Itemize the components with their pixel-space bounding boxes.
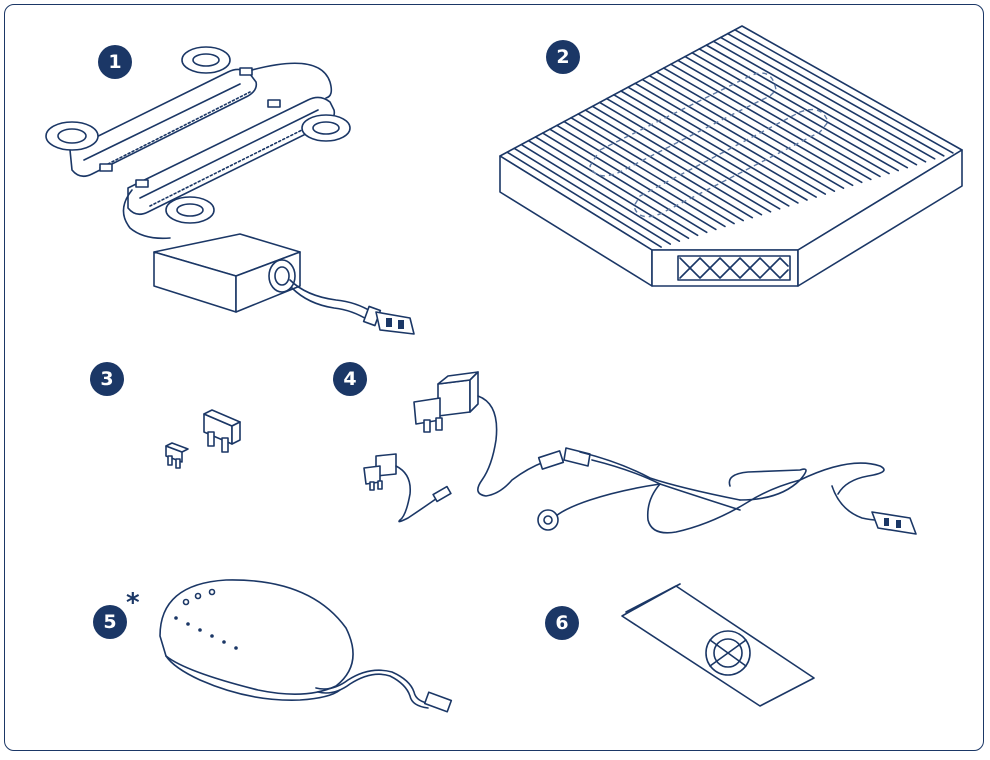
- heater-element-icon: [45, 46, 415, 335]
- filter-pleat: [726, 32, 945, 157]
- item-number-badge: 4: [333, 362, 367, 396]
- fuses-icon: [165, 409, 241, 469]
- filter-pleat: [691, 51, 899, 172]
- filter-pleat: [634, 82, 827, 195]
- filter-pleat: [605, 97, 790, 207]
- item-number-badge: 6: [545, 606, 579, 640]
- filter-pleat: [698, 48, 909, 169]
- filter-pleat: [712, 40, 927, 163]
- filter-pleat: [570, 116, 744, 222]
- filter-pleat: [620, 90, 808, 201]
- item-number-badge: 3: [90, 362, 124, 396]
- item-number-badge: 1: [98, 45, 132, 79]
- filter-pleat: [541, 132, 708, 234]
- filter-pleat: [613, 94, 799, 204]
- filter-pleat: [556, 124, 726, 228]
- item-number-badge: 2: [546, 40, 580, 74]
- filter-pleat: [662, 67, 863, 184]
- filter-pleat: [655, 71, 854, 187]
- filter-pleat: [563, 120, 735, 225]
- filter-pleat: [734, 29, 954, 154]
- filter-pleat: [534, 136, 699, 237]
- filter-pleat: [577, 113, 754, 219]
- filter-pleat: [684, 55, 890, 175]
- cabin-air-filter-icon: [499, 25, 963, 287]
- adhesive-strip-icon: [621, 583, 815, 707]
- filter-pleat: [549, 128, 717, 231]
- wiring-harness-icon: [363, 371, 917, 535]
- item-number-badge: 5: [93, 605, 127, 639]
- remote-control-icon: [159, 579, 453, 713]
- asterisk-mark: *: [126, 588, 140, 618]
- filter-pleat: [506, 151, 662, 248]
- filter-pleat: [520, 143, 681, 242]
- diagram-frame: [4, 4, 984, 751]
- filter-pleat: [670, 63, 872, 181]
- filter-pleat: [648, 74, 845, 190]
- filter-pleat: [627, 86, 817, 198]
- filter-pleat: [513, 147, 672, 245]
- filter-pleat: [719, 36, 936, 160]
- filter-pleat: [598, 101, 781, 210]
- filter-pleat: [584, 109, 763, 216]
- filter-pleat: [527, 139, 690, 240]
- filter-pleat: [705, 44, 918, 166]
- filter-pleat: [591, 105, 772, 213]
- filter-pleat: [641, 78, 836, 192]
- filter-pleat: [677, 59, 881, 178]
